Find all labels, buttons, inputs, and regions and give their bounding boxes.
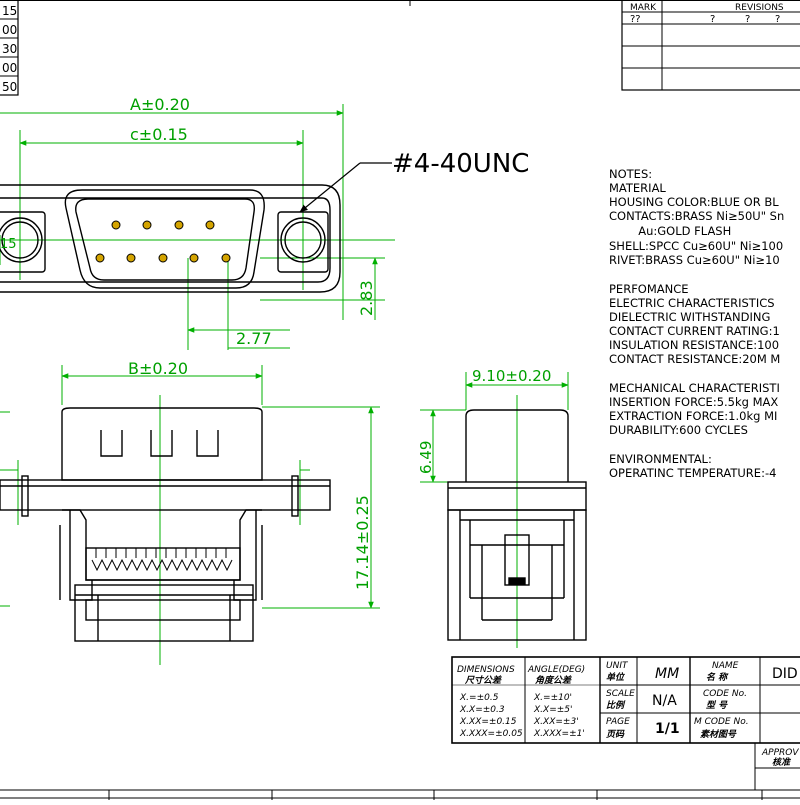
notes-title: NOTES: xyxy=(609,167,652,181)
dimensions-label: DIMENSIONS xyxy=(457,665,515,675)
dim-a-label: A±0.20 xyxy=(130,95,190,114)
angle-label: ANGLE(DEG) xyxy=(527,665,585,675)
dim-649-label: 6.49 xyxy=(417,441,435,474)
pin xyxy=(126,253,136,263)
note-line: Au:GOLD FLASH xyxy=(609,224,731,238)
pin xyxy=(158,253,168,263)
dim-width-label: 9.10±0.20 xyxy=(472,367,551,385)
tolerance-angle: X.XX=±3' xyxy=(533,717,579,727)
unit-label: UNIT xyxy=(606,661,629,671)
revision-mark: ? xyxy=(710,14,715,25)
dim-b-label: B±0.20 xyxy=(128,359,188,378)
tolerance-angle: X.X=±5' xyxy=(533,705,572,715)
note-line: DIELECTRIC WITHSTANDING xyxy=(609,310,770,324)
tolerance-dim: X.=±0.5 xyxy=(459,693,499,703)
revisions-block: MARK REVISIONS ?? ? ? ? xyxy=(621,0,800,91)
pin xyxy=(221,253,231,263)
dim-table-cell: 15 xyxy=(2,4,17,18)
tolerance-dim: X.X=±0.3 xyxy=(459,705,505,715)
note-line: DURABILITY:600 CYCLES xyxy=(609,423,748,437)
dim-15-label: 15 xyxy=(0,237,17,252)
dim-277-label: 2.77 xyxy=(236,329,272,348)
tolerance-dim: X.XX=±0.15 xyxy=(459,717,517,727)
dim-table-cell: 00 xyxy=(2,61,17,75)
note-line: MECHANICAL CHARACTERISTI xyxy=(609,381,780,395)
page-cn-label: 页码 xyxy=(606,729,625,740)
title-block: DIMENSIONS 尺寸公差 ANGLE(DEG) 角度公差 X.=±0.5 … xyxy=(451,656,800,790)
side-view: 9.10±0.20 6.49 xyxy=(417,367,587,648)
page-label: PAGE xyxy=(606,717,630,727)
scale-label: SCALE xyxy=(606,689,635,699)
tolerance-dim: X.XXX=±0.05 xyxy=(459,729,523,739)
notes-block: NOTES: MATERIAL HOUSING COLOR:BLUE OR BL… xyxy=(609,167,784,480)
front-view: A±0.20 c±0.15 #4-40UNC 15 2.77 2.83 xyxy=(0,95,529,350)
dimensions-table: 15 00 30 00 50 xyxy=(0,0,19,96)
pin xyxy=(174,220,184,230)
dimensions-cn-label: 尺寸公差 xyxy=(464,675,502,686)
note-line: ENVIRONMENTAL: xyxy=(609,452,712,466)
note-line: INSERTION FORCE:5.5kg MAX xyxy=(609,395,778,409)
code-cn-label: 型 号 xyxy=(706,700,728,711)
note-line: EXTRACTION FORCE:1.0kg MI xyxy=(609,409,777,423)
contact-row xyxy=(91,548,233,572)
mcode-label: M CODE No. xyxy=(694,717,749,727)
revision-mark: ? xyxy=(775,14,780,25)
note-line: RIVET:BRASS Cu≥60U" Ni≥10 xyxy=(609,253,780,267)
revisions-header: REVISIONS xyxy=(735,3,784,13)
note-line: CONTACT CURRENT RATING:1 xyxy=(609,324,780,338)
pin xyxy=(111,220,121,230)
scale-value: N/A xyxy=(652,693,677,709)
mark-header: MARK xyxy=(630,3,657,13)
note-line: SHELL:SPCC Cu≥60U" Ni≥100 xyxy=(609,239,783,253)
note-line: CONTACT RESISTANCE:20M M xyxy=(609,352,780,366)
name-cn-label: 名 称 xyxy=(706,672,729,683)
note-line: INSULATION RESISTANCE:100 xyxy=(609,338,779,352)
scale-cn-label: 比例 xyxy=(606,700,626,711)
dim-height-label: 17.14±0.25 xyxy=(353,495,372,590)
dim-table-cell: 30 xyxy=(2,42,17,56)
dim-283-label: 2.83 xyxy=(357,280,376,316)
unit-value: MM xyxy=(655,666,679,682)
pin xyxy=(95,253,105,263)
pin xyxy=(189,253,199,263)
approve-cn-label: 核准 xyxy=(772,757,792,768)
note-line: HOUSING COLOR:BLUE OR BL xyxy=(609,195,779,209)
name-value: DID xyxy=(772,666,798,682)
mcode-cn-label: 素材图号 xyxy=(700,729,737,740)
angle-cn-label: 角度公差 xyxy=(535,675,572,686)
screw-thread-label: #4-40UNC xyxy=(392,149,529,179)
mark-value: ?? xyxy=(630,14,641,25)
pin xyxy=(142,220,152,230)
dim-c-label: c±0.15 xyxy=(130,125,188,144)
note-line: PERFOMANCE xyxy=(609,282,689,296)
name-label: NAME xyxy=(712,661,739,671)
pin xyxy=(205,220,215,230)
tolerance-angle: X.=±10' xyxy=(533,693,572,703)
note-line: MATERIAL xyxy=(609,181,666,195)
tolerance-angle: X.XXX=±1' xyxy=(533,729,585,739)
code-label: CODE No. xyxy=(703,689,747,699)
note-line: CONTACTS:BRASS Ni≥50U" Sn xyxy=(609,209,784,223)
approve-label: APPROV xyxy=(761,748,799,758)
note-line: OPERATINC TEMPERATURE:-4 xyxy=(609,466,776,480)
revision-mark: ? xyxy=(745,14,750,25)
bottom-view: B±0.20 17.14±0.25 xyxy=(0,359,380,665)
page-value: 1/1 xyxy=(655,721,680,737)
dim-table-cell: 50 xyxy=(2,80,17,94)
dim-table-cell: 00 xyxy=(2,23,17,37)
unit-cn-label: 单位 xyxy=(606,672,625,683)
note-line: ELECTRIC CHARACTERISTICS xyxy=(609,296,775,310)
